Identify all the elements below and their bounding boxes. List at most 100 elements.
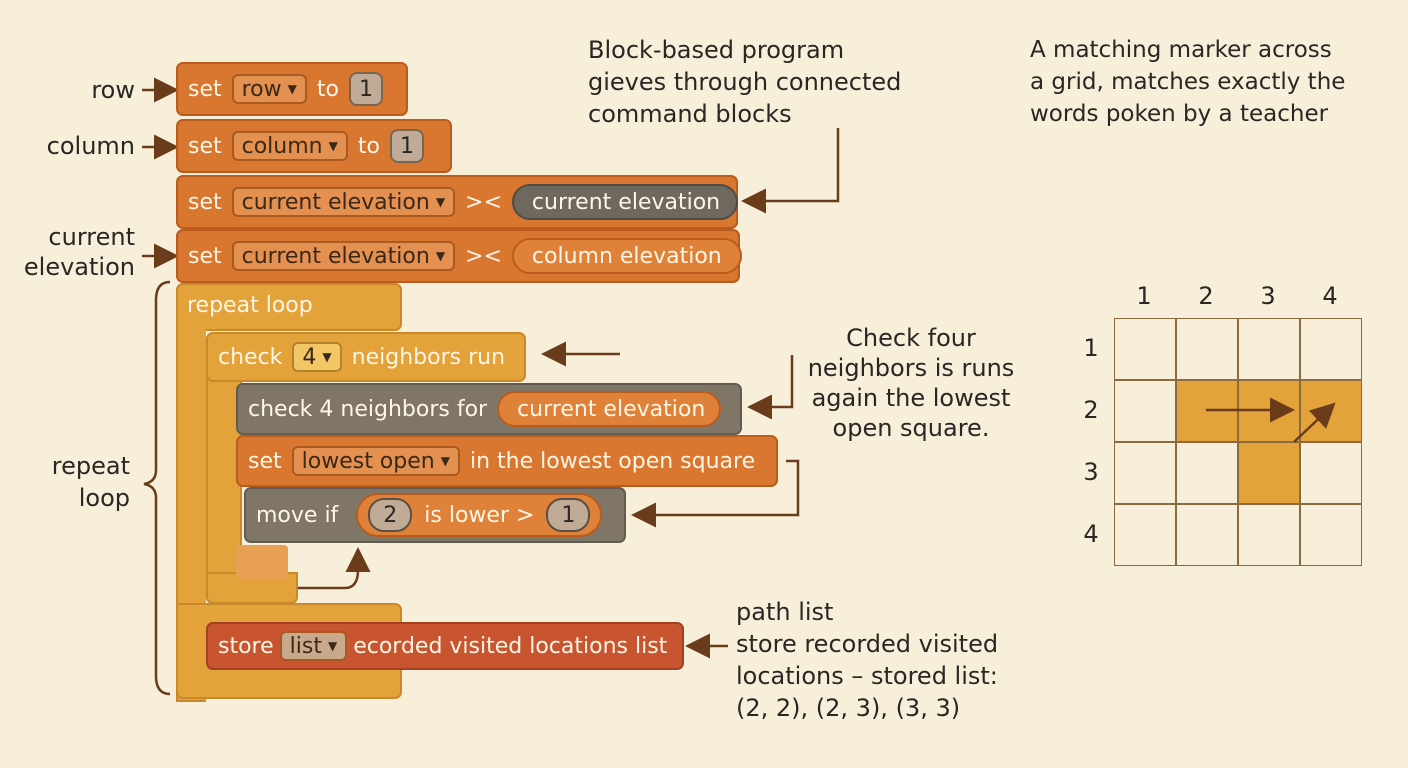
elevation-var: current elevation	[241, 243, 430, 269]
grid-col-label: 4	[1322, 282, 1338, 310]
grid-cell	[1238, 442, 1300, 504]
note-line: Block-based program	[588, 36, 845, 64]
compare-a-input[interactable]: 2	[368, 498, 413, 532]
set-column-block[interactable]: set column ▼ to 1	[176, 119, 452, 173]
arrow-top-note	[741, 128, 840, 214]
note-line: (2, 2), (2, 3), (3, 3)	[736, 694, 961, 722]
chevron-down-icon: ▼	[435, 195, 446, 209]
note-line: again the lowest	[811, 384, 1011, 412]
set-keyword: set	[188, 189, 222, 215]
column-var: column	[241, 133, 323, 159]
check-neighbors-for-block[interactable]: check 4 neighbors for current elevation	[236, 383, 742, 435]
set-elevation-block-2[interactable]: set current elevation ▼ >< column elevat…	[176, 229, 742, 283]
note-line: neighbors is runs	[807, 354, 1015, 382]
to-keyword: to	[316, 76, 339, 102]
grid-cell	[1238, 504, 1300, 566]
note-line: Check four	[846, 324, 976, 352]
grid-cell	[1300, 318, 1362, 380]
repeat-loop-block[interactable]	[176, 283, 402, 331]
grid-cell	[1176, 318, 1238, 380]
label-row: row	[91, 76, 135, 104]
current-elevation-reporter[interactable]: current elevation	[497, 391, 722, 427]
label-repeat-1: repeat	[51, 452, 130, 480]
grid-cell	[1114, 380, 1176, 442]
store-text: ecorded visited locations list	[353, 633, 668, 659]
compare-operator: is lower >	[424, 502, 535, 528]
set-keyword: set	[248, 448, 282, 474]
note-line: command blocks	[588, 100, 792, 128]
row-value-input[interactable]: 1	[348, 72, 383, 106]
lowest-open-var: lowest open	[301, 448, 435, 474]
note-line: open square.	[832, 414, 990, 442]
grid-cell	[1114, 442, 1176, 504]
empty-slot	[236, 545, 288, 579]
to-keyword: to	[357, 133, 380, 159]
grid-row-label: 4	[1083, 520, 1099, 548]
label-repeat-2: loop	[78, 484, 130, 512]
note-check-four: Check four neighbors is runs again the l…	[800, 323, 1022, 443]
compare-b-input[interactable]: 1	[546, 498, 591, 532]
column-dropdown[interactable]: column ▼	[231, 131, 348, 161]
note-line: gieves through connected	[588, 68, 902, 96]
grid-cell	[1300, 442, 1362, 504]
arrow-set-lowest	[631, 459, 800, 528]
chevron-down-icon: ▼	[327, 639, 338, 653]
set-keyword: set	[188, 133, 222, 159]
list-var: list	[289, 633, 322, 659]
grid-cell	[1114, 504, 1176, 566]
repeat-loop-label: repeat loop	[187, 293, 313, 318]
note-line: A matching marker across	[1030, 37, 1332, 63]
set-keyword: set	[188, 243, 222, 269]
chevron-down-icon: ▼	[440, 454, 450, 468]
row-dropdown[interactable]: row ▼	[231, 74, 307, 104]
move-if-text: move if	[256, 502, 339, 528]
check-run-count: 4	[302, 344, 317, 370]
check-run-text: neighbors run	[351, 344, 506, 370]
grid-row-label: 2	[1083, 396, 1099, 424]
chevron-down-icon: ▼	[328, 139, 338, 153]
chevron-down-icon: ▼	[287, 82, 297, 96]
lowest-open-dropdown[interactable]: lowest open ▼	[291, 446, 460, 476]
store-list-block[interactable]: store list ▼ ecorded visited locations l…	[206, 622, 684, 670]
set-elevation-block-1[interactable]: set current elevation ▼ >< current eleva…	[176, 175, 738, 229]
grid-col-label: 1	[1136, 282, 1152, 310]
note-line: words poken by a teacher	[1030, 101, 1329, 127]
move-if-block[interactable]: move if 2 is lower > 1	[244, 487, 626, 543]
elevation-dropdown[interactable]: current elevation ▼	[231, 241, 456, 271]
elevation-var: current elevation	[241, 189, 430, 215]
arrow-check-four	[747, 355, 794, 420]
grid-row-label: 1	[1083, 334, 1099, 362]
column-value-input[interactable]: 1	[389, 129, 424, 163]
grid-col-label: 3	[1260, 282, 1276, 310]
note-line: path list	[736, 598, 834, 626]
grid-cell	[1176, 442, 1238, 504]
row-var: row	[241, 76, 282, 102]
check-run-block[interactable]: check 4 ▼ neighbors run	[206, 332, 526, 382]
check-run-count-dropdown[interactable]: 4 ▼	[292, 342, 342, 372]
operator: ><	[465, 243, 502, 269]
set-lowest-open-block[interactable]: set lowest open ▼ in the lowest open squ…	[236, 435, 778, 487]
grid-col-label: 2	[1198, 282, 1214, 310]
note-top-right: A matching marker across a grid, matches…	[1030, 34, 1345, 130]
note-path-list: path list store recorded visited locatio…	[736, 596, 998, 724]
set-row-block[interactable]: set row ▼ to 1	[176, 62, 408, 116]
grid-cell	[1300, 504, 1362, 566]
chevron-down-icon: ▼	[322, 350, 332, 364]
current-elevation-reporter[interactable]: current elevation	[511, 184, 738, 220]
label-column: column	[46, 132, 135, 160]
operator: ><	[465, 189, 502, 215]
column-elevation-reporter[interactable]: column elevation	[511, 238, 742, 274]
chevron-down-icon: ▼	[435, 249, 446, 263]
note-line: a grid, matches exactly the	[1030, 69, 1346, 95]
arrow-loop-back	[290, 547, 371, 590]
store-keyword: store	[218, 633, 274, 659]
grid-cell	[1114, 318, 1176, 380]
compare-reporter[interactable]: 2 is lower > 1	[356, 493, 603, 537]
path-arrow-diagonal	[1293, 402, 1336, 443]
list-dropdown[interactable]: list ▼	[279, 631, 348, 661]
elevation-dropdown[interactable]: current elevation ▼	[231, 187, 456, 217]
check-run-keyword: check	[218, 344, 283, 370]
repeat-brace	[143, 280, 171, 696]
